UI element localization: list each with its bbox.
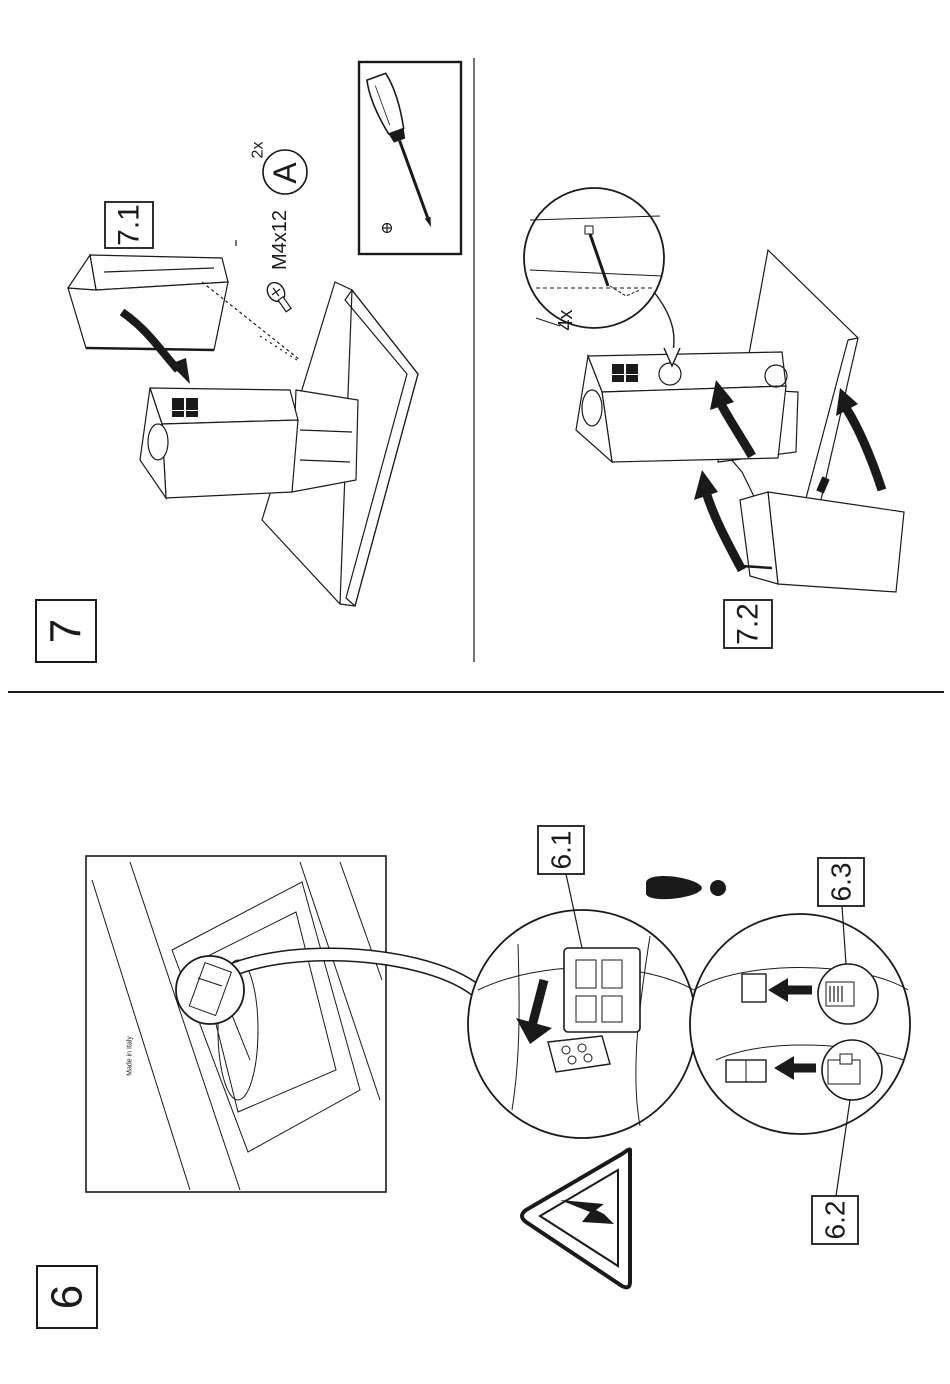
- step6-number-box: 6: [37, 1266, 97, 1328]
- step7-1-illustration: [68, 240, 418, 606]
- substep-6-3: 6.3: [826, 863, 857, 902]
- clip-qty: 4x: [555, 309, 577, 330]
- substep-7-1: 7.1: [113, 204, 146, 246]
- phillips-icon: [382, 223, 392, 233]
- tool-box: [359, 62, 461, 254]
- step7-number-box: 7: [36, 600, 96, 662]
- connector-zoom-6-2-6-3: [690, 914, 910, 1134]
- screw-icon: [264, 279, 295, 314]
- substep-6-2: 6.2: [820, 1201, 851, 1240]
- screw-letter: A: [267, 162, 303, 184]
- substep-7-1-label: 7.1: [105, 202, 153, 248]
- screw-type-badge: A 2x: [250, 142, 308, 194]
- substep-7-2: 7.2: [732, 603, 765, 645]
- hood-panel-view: Made in Italy: [86, 856, 386, 1192]
- step6-number: 6: [43, 1285, 92, 1309]
- substep-7-2-label: 7.2: [724, 600, 772, 648]
- clip-detail-magnifier: 4x: [524, 188, 680, 366]
- substep-6-1: 6.1: [546, 831, 577, 870]
- important-icon: [646, 876, 726, 899]
- panel-label: Made in Italy: [127, 1036, 134, 1076]
- step7-number: 7: [42, 619, 91, 643]
- warning-electric-icon: [522, 1150, 630, 1288]
- screw-qty: 2x: [250, 142, 267, 159]
- screw-size-label: M4x12: [269, 210, 291, 270]
- connector-zoom-6-1: [468, 910, 696, 1138]
